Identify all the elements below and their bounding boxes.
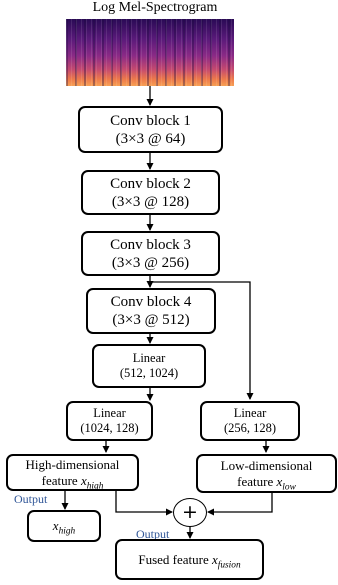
linear-512-1024: Linear (512, 1024): [92, 344, 206, 388]
low-feature-expression: feature xlow: [237, 473, 296, 493]
linear-1024-128: Linear (1024, 128): [66, 401, 153, 441]
conv-block-3-name: Conv block 3: [110, 236, 191, 253]
conv-block-2-name: Conv block 2: [110, 175, 191, 192]
log-mel-spectrogram-image: [66, 19, 234, 86]
conv-block-2-spec: (3×3 @ 128): [111, 193, 190, 210]
linear-256-128: Linear (256, 128): [200, 401, 300, 441]
linear-512-1024-name: Linear: [132, 351, 166, 365]
output-label-left: Output: [14, 492, 48, 506]
high-dimensional-feature: High-dimensional feature xhigh: [6, 454, 139, 491]
output-x-high: xhigh: [27, 510, 101, 542]
conv-block-3-spec: (3×3 @ 256): [111, 254, 190, 271]
linear-256-128-spec: (256, 128): [223, 421, 277, 435]
conv-block-1-name: Conv block 1: [110, 112, 191, 129]
conv-block-1: Conv block 1 (3×3 @ 64): [78, 106, 223, 153]
conv-block-1-spec: (3×3 @ 64): [115, 130, 186, 147]
conv-block-3: Conv block 3 (3×3 @ 256): [81, 231, 220, 276]
output-x-high-expression: xhigh: [52, 518, 76, 537]
conv-block-2: Conv block 2 (3×3 @ 128): [81, 170, 220, 215]
conv-block-4: Conv block 4 (3×3 @ 512): [86, 288, 216, 334]
low-dimensional-feature: Low-dimensional feature xlow: [196, 454, 337, 493]
low-feature-label: Low-dimensional: [220, 457, 313, 473]
high-feature-expression: feature xhigh: [41, 472, 104, 492]
fused-feature: Fused feature xfusion: [115, 539, 264, 580]
linear-256-128-name: Linear: [233, 406, 267, 420]
spectrogram-title: Log Mel-Spectrogram: [92, 0, 218, 15]
linear-1024-128-spec: (1024, 128): [80, 421, 139, 435]
conv-block-4-name: Conv block 4: [110, 294, 192, 310]
output-label-fused: Output: [136, 527, 170, 541]
conv-block-4-spec: (3×3 @ 512): [112, 312, 190, 328]
linear-512-1024-spec: (512, 1024): [119, 366, 179, 380]
linear-1024-128-name: Linear: [93, 406, 126, 420]
fused-feature-expression: Fused feature xfusion: [138, 551, 241, 571]
high-feature-label: High-dimensional: [25, 456, 120, 472]
fusion-plus-operator: +: [173, 498, 207, 527]
